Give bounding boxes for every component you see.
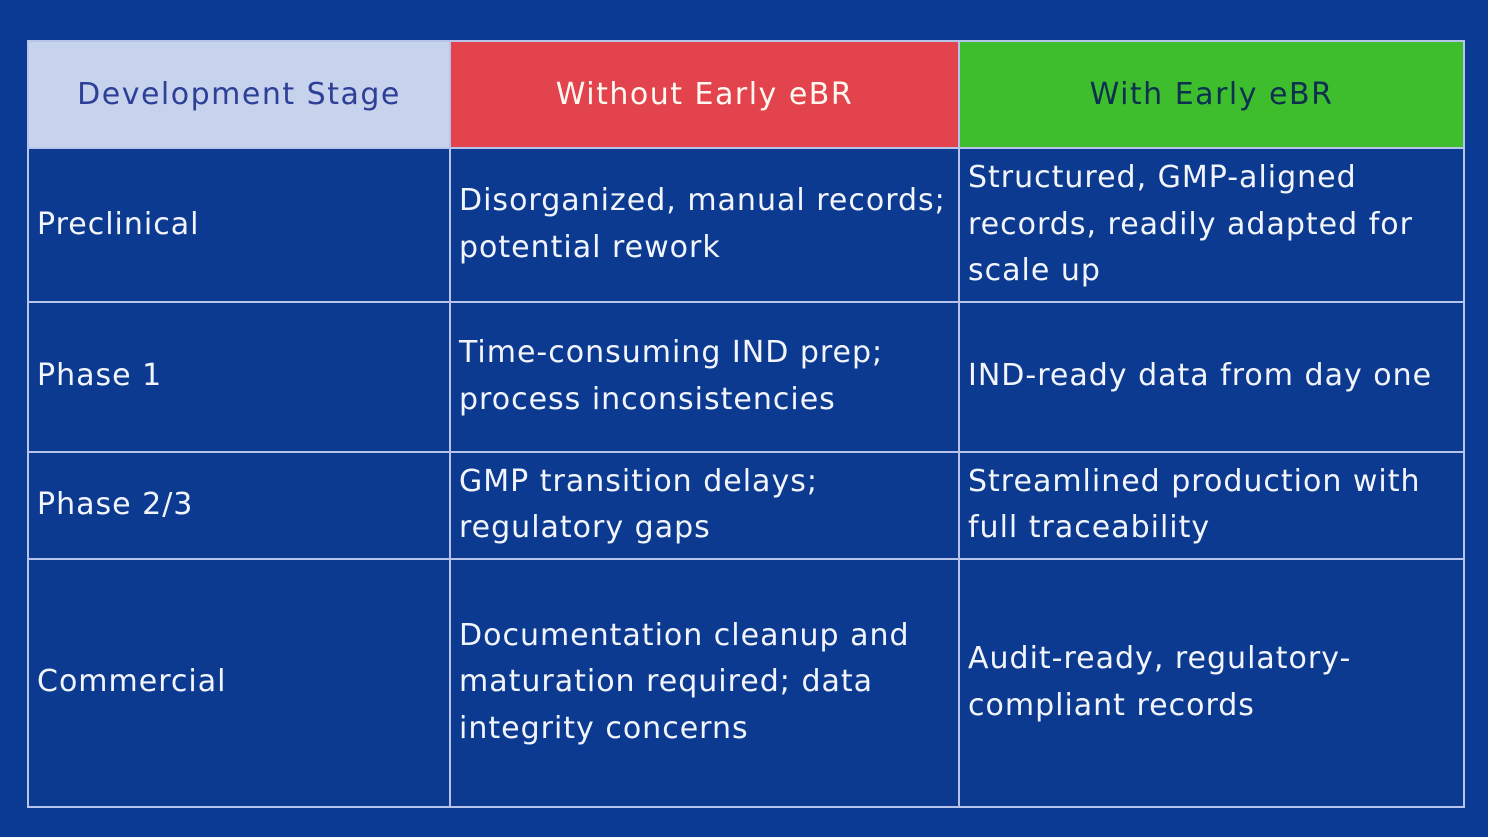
cell-preclinical-with: Structured, GMP-aligned records, readily… [958, 147, 1465, 303]
cell-phase-1-without: Time-consuming IND prep; process inconsi… [449, 300, 960, 453]
stage-cell-phase-1: Phase 1 [27, 300, 451, 453]
stage-cell-preclinical: Preclinical [27, 147, 451, 303]
cell-phase-2-3-without: GMP transition delays; regulatory gaps [449, 450, 960, 560]
cell-commercial-without: Documentation cleanup and maturation req… [449, 557, 960, 808]
stage-cell-commercial: Commercial [27, 557, 451, 808]
header-without-early-ebr: Without Early eBR [449, 40, 960, 149]
header-with-early-ebr: With Early eBR [958, 40, 1465, 149]
ebr-comparison-table: Development Stage Without Early eBR With… [27, 40, 1465, 808]
cell-commercial-with: Audit-ready, regulatory-compliant record… [958, 557, 1465, 808]
cell-phase-1-with: IND-ready data from day one [958, 300, 1465, 453]
header-row: Development Stage Without Early eBR With… [27, 40, 1465, 149]
cell-phase-2-3-with: Streamlined production with full traceab… [958, 450, 1465, 560]
table-row-phase-1: Phase 1 Time-consuming IND prep; process… [27, 300, 1465, 453]
table-row-commercial: Commercial Documentation cleanup and mat… [27, 557, 1465, 808]
table-row-preclinical: Preclinical Disorganized, manual records… [27, 147, 1465, 303]
table-row-phase-2-3: Phase 2/3 GMP transition delays; regulat… [27, 450, 1465, 560]
stage-cell-phase-2-3: Phase 2/3 [27, 450, 451, 560]
header-development-stage: Development Stage [27, 40, 451, 149]
cell-preclinical-without: Disorganized, manual records; potential … [449, 147, 960, 303]
